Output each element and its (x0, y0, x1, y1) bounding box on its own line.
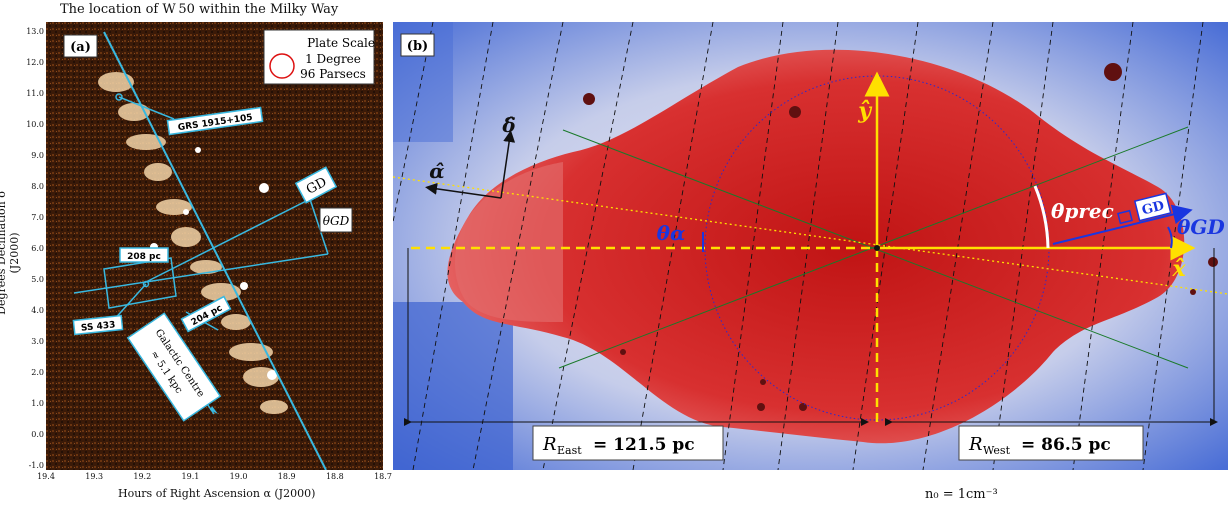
theta-prec-arc (1033, 185, 1050, 249)
alpha-arrow (425, 182, 502, 199)
r-west-sub: West (983, 444, 1011, 457)
alpha-hat-label: α̂ (429, 159, 444, 183)
ytick-label: 10.0 (26, 120, 44, 129)
y-hat-label: ŷ (857, 98, 873, 124)
xtick-label: 19.3 (85, 472, 104, 481)
green-line-2 (558, 126, 1189, 369)
ytick-label: 8.0 (31, 182, 44, 191)
plate-scale-parsecs: 96 Parsecs (300, 67, 366, 81)
figure-title: The location of W 50 within the Milky Wa… (60, 2, 339, 17)
gd-vector-label: GD (1140, 198, 1165, 218)
ytick-label: 5.0 (31, 275, 44, 284)
ytick-label: 3.0 (31, 337, 44, 346)
ytick-label: -1.0 (28, 461, 44, 470)
ytick-label: 12.0 (26, 58, 44, 67)
ss433-label: SS 433 (81, 320, 116, 334)
delta-arrow (500, 130, 516, 199)
jet-axis-line (392, 176, 1229, 295)
grs-marker (115, 93, 123, 101)
ytick-label: 11.0 (26, 89, 44, 98)
ss433-marker (142, 280, 150, 288)
r-east-symbol: R (542, 434, 557, 455)
panel-a-label: (a) (70, 40, 91, 55)
r-east-value: = 121.5 pc (593, 435, 695, 455)
ytick-label: 13.0 (26, 27, 44, 36)
theta-gd-label-b: θGD (1177, 215, 1225, 239)
ytick-label: 0.0 (31, 430, 44, 439)
xtick-label: 19.0 (229, 472, 248, 481)
delta-hat-label: δ̂ (501, 113, 515, 137)
one-degree-circle (269, 53, 295, 79)
ytick-label: 2.0 (31, 368, 44, 377)
r-west-symbol: R (968, 434, 983, 455)
ytick-label: 9.0 (31, 151, 44, 160)
theta-gd-label: θGD (323, 214, 350, 228)
gd-vector-arrow (1052, 204, 1193, 245)
panel-b-image: (b) ŷ x̂ δ̂ α̂ θα θprec θGD GD R East = … (392, 21, 1229, 471)
density-normalisation: n₀ = 1cm⁻³ (925, 487, 998, 502)
r-east-sub: East (557, 444, 582, 457)
xtick-label: 19.1 (181, 472, 200, 481)
theta-alpha-label: θα (657, 221, 686, 245)
w50-nebula (447, 49, 1185, 444)
xtick-label: 19.4 (37, 472, 55, 481)
ytick-label: 4.0 (31, 306, 44, 315)
xtick-label: 18.9 (277, 472, 296, 481)
ytick-label: 7.0 (31, 213, 44, 222)
point-sources (583, 63, 1218, 411)
xtick-label: 19.2 (133, 472, 152, 481)
pc208-label: 208 pc (127, 252, 161, 262)
ytick-label: 6.0 (31, 244, 44, 253)
centre-point (874, 245, 880, 251)
ytick-label: 1.0 (31, 399, 44, 408)
plate-scale-title: Plate Scale (307, 36, 375, 50)
panel-a-xlabel: Hours of Right Ascension α (J2000) (118, 487, 316, 500)
xtick-label: 18.8 (325, 472, 344, 481)
theta-prec-label: θprec (1051, 199, 1114, 223)
slice-lines (392, 21, 1204, 471)
radio-map-background (46, 22, 383, 470)
panel-b-label: (b) (407, 39, 428, 54)
r-west-value: = 86.5 pc (1021, 435, 1111, 455)
plate-scale-degree: 1 Degree (305, 52, 361, 66)
x-hat-label: x̂ (1171, 256, 1186, 282)
panel-a-image: (a) Plate Scale 1 Degree 96 Parsecs GRS … (46, 22, 383, 471)
xtick-label: 18.7 (374, 472, 392, 481)
